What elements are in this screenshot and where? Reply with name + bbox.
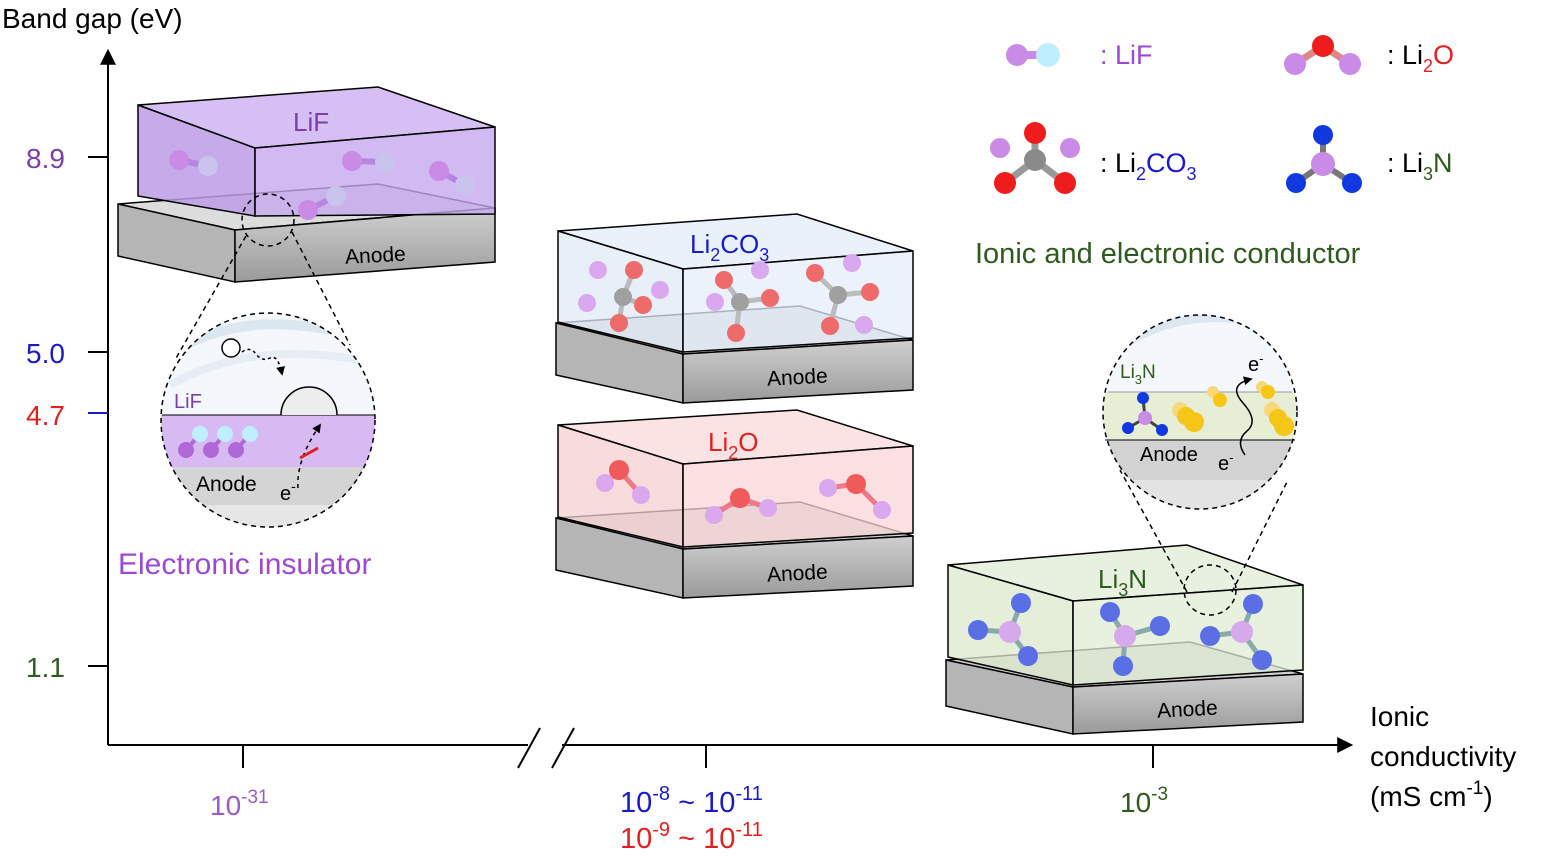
li3n-layer-stack: Anode Li3N (945, 544, 1304, 735)
metal-cluster (1207, 386, 1227, 407)
li2o-layer-stack: Anode Li2O (555, 409, 914, 599)
zoom-lif-molecule (178, 426, 208, 458)
anode-label: Anode (766, 561, 828, 587)
li2o-molecule (596, 460, 650, 504)
wavy-arrow (241, 348, 285, 376)
li3n-molecule (968, 593, 1038, 666)
lif-zoom-inset: LiF Anode e- (160, 312, 376, 528)
x-tick-label-nitride: 10-3 (1120, 784, 1168, 818)
metal-cluster (1264, 402, 1294, 436)
blocked-mark (299, 446, 319, 460)
y-tick-1.1: 1.1 (26, 652, 108, 683)
lif-molecule (342, 151, 395, 172)
zoom-lif-region (161, 415, 375, 467)
svg-text:Ionic: Ionic (1370, 701, 1429, 732)
li2co3-layer-label: Li2CO3 (690, 229, 769, 265)
li2co3-layer-stack: Anode Li2CO3 (555, 213, 914, 404)
lif-box-front (254, 126, 496, 217)
legend-li3n: : Li3N (1286, 125, 1453, 193)
lif-layer-stack: Anode LiF (117, 86, 496, 283)
zoom-electron-label: e- (280, 478, 296, 505)
ionic-electronic-conductor-label: Ionic and electronic conductor (975, 238, 1361, 270)
x-axis-title: Ionic conductivity (mS cm-1) (1370, 701, 1516, 812)
li2o-layer-label: Li2O (708, 427, 759, 463)
li2o-molecule (819, 474, 891, 519)
y-tick-4.7: 4.7 (26, 400, 108, 431)
zoom-line (291, 231, 351, 346)
y-tick-8.9: 8.9 (26, 143, 108, 174)
x-tick-label-oxide: 10-9 ~ 10-11 (620, 819, 763, 855)
legend-lif-label: : LiF (1100, 40, 1153, 70)
legend-li3n-label: : Li3N (1387, 148, 1453, 184)
zoom-electron-top: e- (1248, 351, 1263, 376)
zoom-li3n-molecule (1122, 392, 1168, 436)
zoom-li3n-label: Li3N (1120, 362, 1156, 387)
y-tick-label: 5.0 (26, 338, 65, 369)
y-tick-label: 1.1 (26, 652, 65, 683)
y-tick-label: 4.7 (26, 400, 65, 431)
zoom-lif-molecule (228, 426, 258, 458)
zoom-electron-bottom: e- (1218, 450, 1233, 475)
zoom-anode-label: Anode (1140, 444, 1198, 466)
li3n-layer-label: Li3N (1098, 564, 1147, 600)
zoom-anode-label: Anode (196, 473, 257, 496)
anode-label: Anode (344, 243, 406, 269)
legend-li2co3-label: : Li2CO3 (1100, 148, 1197, 184)
y-axis-title: Band gap (eV) (2, 3, 183, 34)
solvent-molecule (221, 338, 241, 358)
anode-label: Anode (1156, 697, 1218, 723)
zoom-line (174, 235, 247, 361)
metal-cluster (1172, 402, 1204, 432)
electron-transport-arrow (1235, 376, 1253, 456)
zoom-lif-molecule (203, 426, 233, 458)
x-tick-label-carbonate: 10-8 ~ 10-11 (620, 783, 763, 819)
metal-cluster (1256, 381, 1275, 399)
li2o-molecule (705, 488, 777, 524)
x-tick-label-lif: 10-31 (210, 787, 269, 821)
lif-molecule (298, 186, 346, 220)
reduction-dome (280, 386, 338, 416)
legend-li2o-label: : Li2O (1387, 40, 1454, 76)
anode-label: Anode (766, 365, 828, 391)
li3n-molecule (1200, 594, 1272, 670)
li2co3-molecule (806, 254, 879, 335)
x-axis (108, 727, 1354, 769)
lif-layer-label: LiF (293, 107, 329, 137)
legend-lif: : LiF (1006, 40, 1153, 70)
lif-molecule (169, 150, 218, 176)
zoom-lif-label: LiF (174, 391, 202, 413)
svg-text:conductivity: conductivity (1370, 741, 1516, 772)
zoom-origin-circle (1183, 564, 1237, 616)
lif-molecule (429, 161, 475, 195)
y-tick-5.0: 5.0 (26, 338, 108, 369)
zoom-line (1231, 481, 1288, 593)
legend-li2o: : Li2O (1284, 35, 1454, 76)
electronic-insulator-label: Electronic insulator (118, 548, 371, 581)
svg-text:(mS cm-1): (mS cm-1) (1370, 778, 1493, 812)
legend: : LiF : Li2O : Li2CO3 (990, 35, 1454, 194)
li2co3-molecule (706, 261, 779, 342)
li3n-molecule (1100, 602, 1170, 676)
legend-li2co3: : Li2CO3 (990, 122, 1197, 194)
li2co3-molecule (578, 261, 669, 332)
zoom-origin-circle (241, 193, 295, 247)
axis-break-mark-1 (517, 727, 541, 769)
y-tick-label: 8.9 (26, 143, 65, 174)
axis-break-mark-2 (551, 727, 575, 769)
